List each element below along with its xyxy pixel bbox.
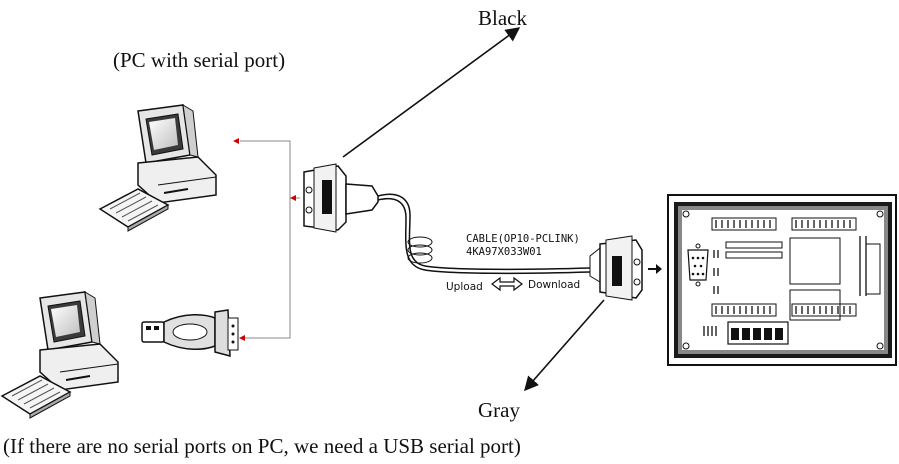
pc-icon (0, 291, 119, 419)
pc-with-serial-port-label: (PC with serial port) (113, 48, 285, 72)
cable-part-number-label: 4KA97X033W01 (466, 246, 542, 258)
pc-icon (98, 104, 217, 232)
panel-port-arrow (648, 264, 662, 274)
bidirectional-arrow-icon (491, 276, 523, 292)
hmi-panel-icon (667, 194, 897, 366)
usb-serial-adapter-icon (141, 309, 239, 357)
black-pointer-arrow (342, 27, 521, 158)
connector-arrow-bottom (239, 335, 245, 341)
db9-connector-icon (303, 163, 379, 233)
upload-label: Upload (446, 281, 483, 293)
connector-arrow-top (233, 138, 239, 144)
footnote-label: (If there are no serial ports on PC, we … (3, 434, 521, 458)
black-label: Black (478, 6, 527, 30)
serial-cable (377, 193, 591, 271)
gray-pointer-arrow (524, 299, 605, 392)
pc-link-bracket (240, 140, 300, 339)
download-label: Download (528, 279, 580, 291)
gray-label: Gray (478, 398, 520, 422)
db9-connector-icon (589, 235, 643, 301)
cable-name-label: CABLE(OP10-PCLINK) (466, 233, 580, 245)
connector-arrow-mid (290, 195, 296, 201)
